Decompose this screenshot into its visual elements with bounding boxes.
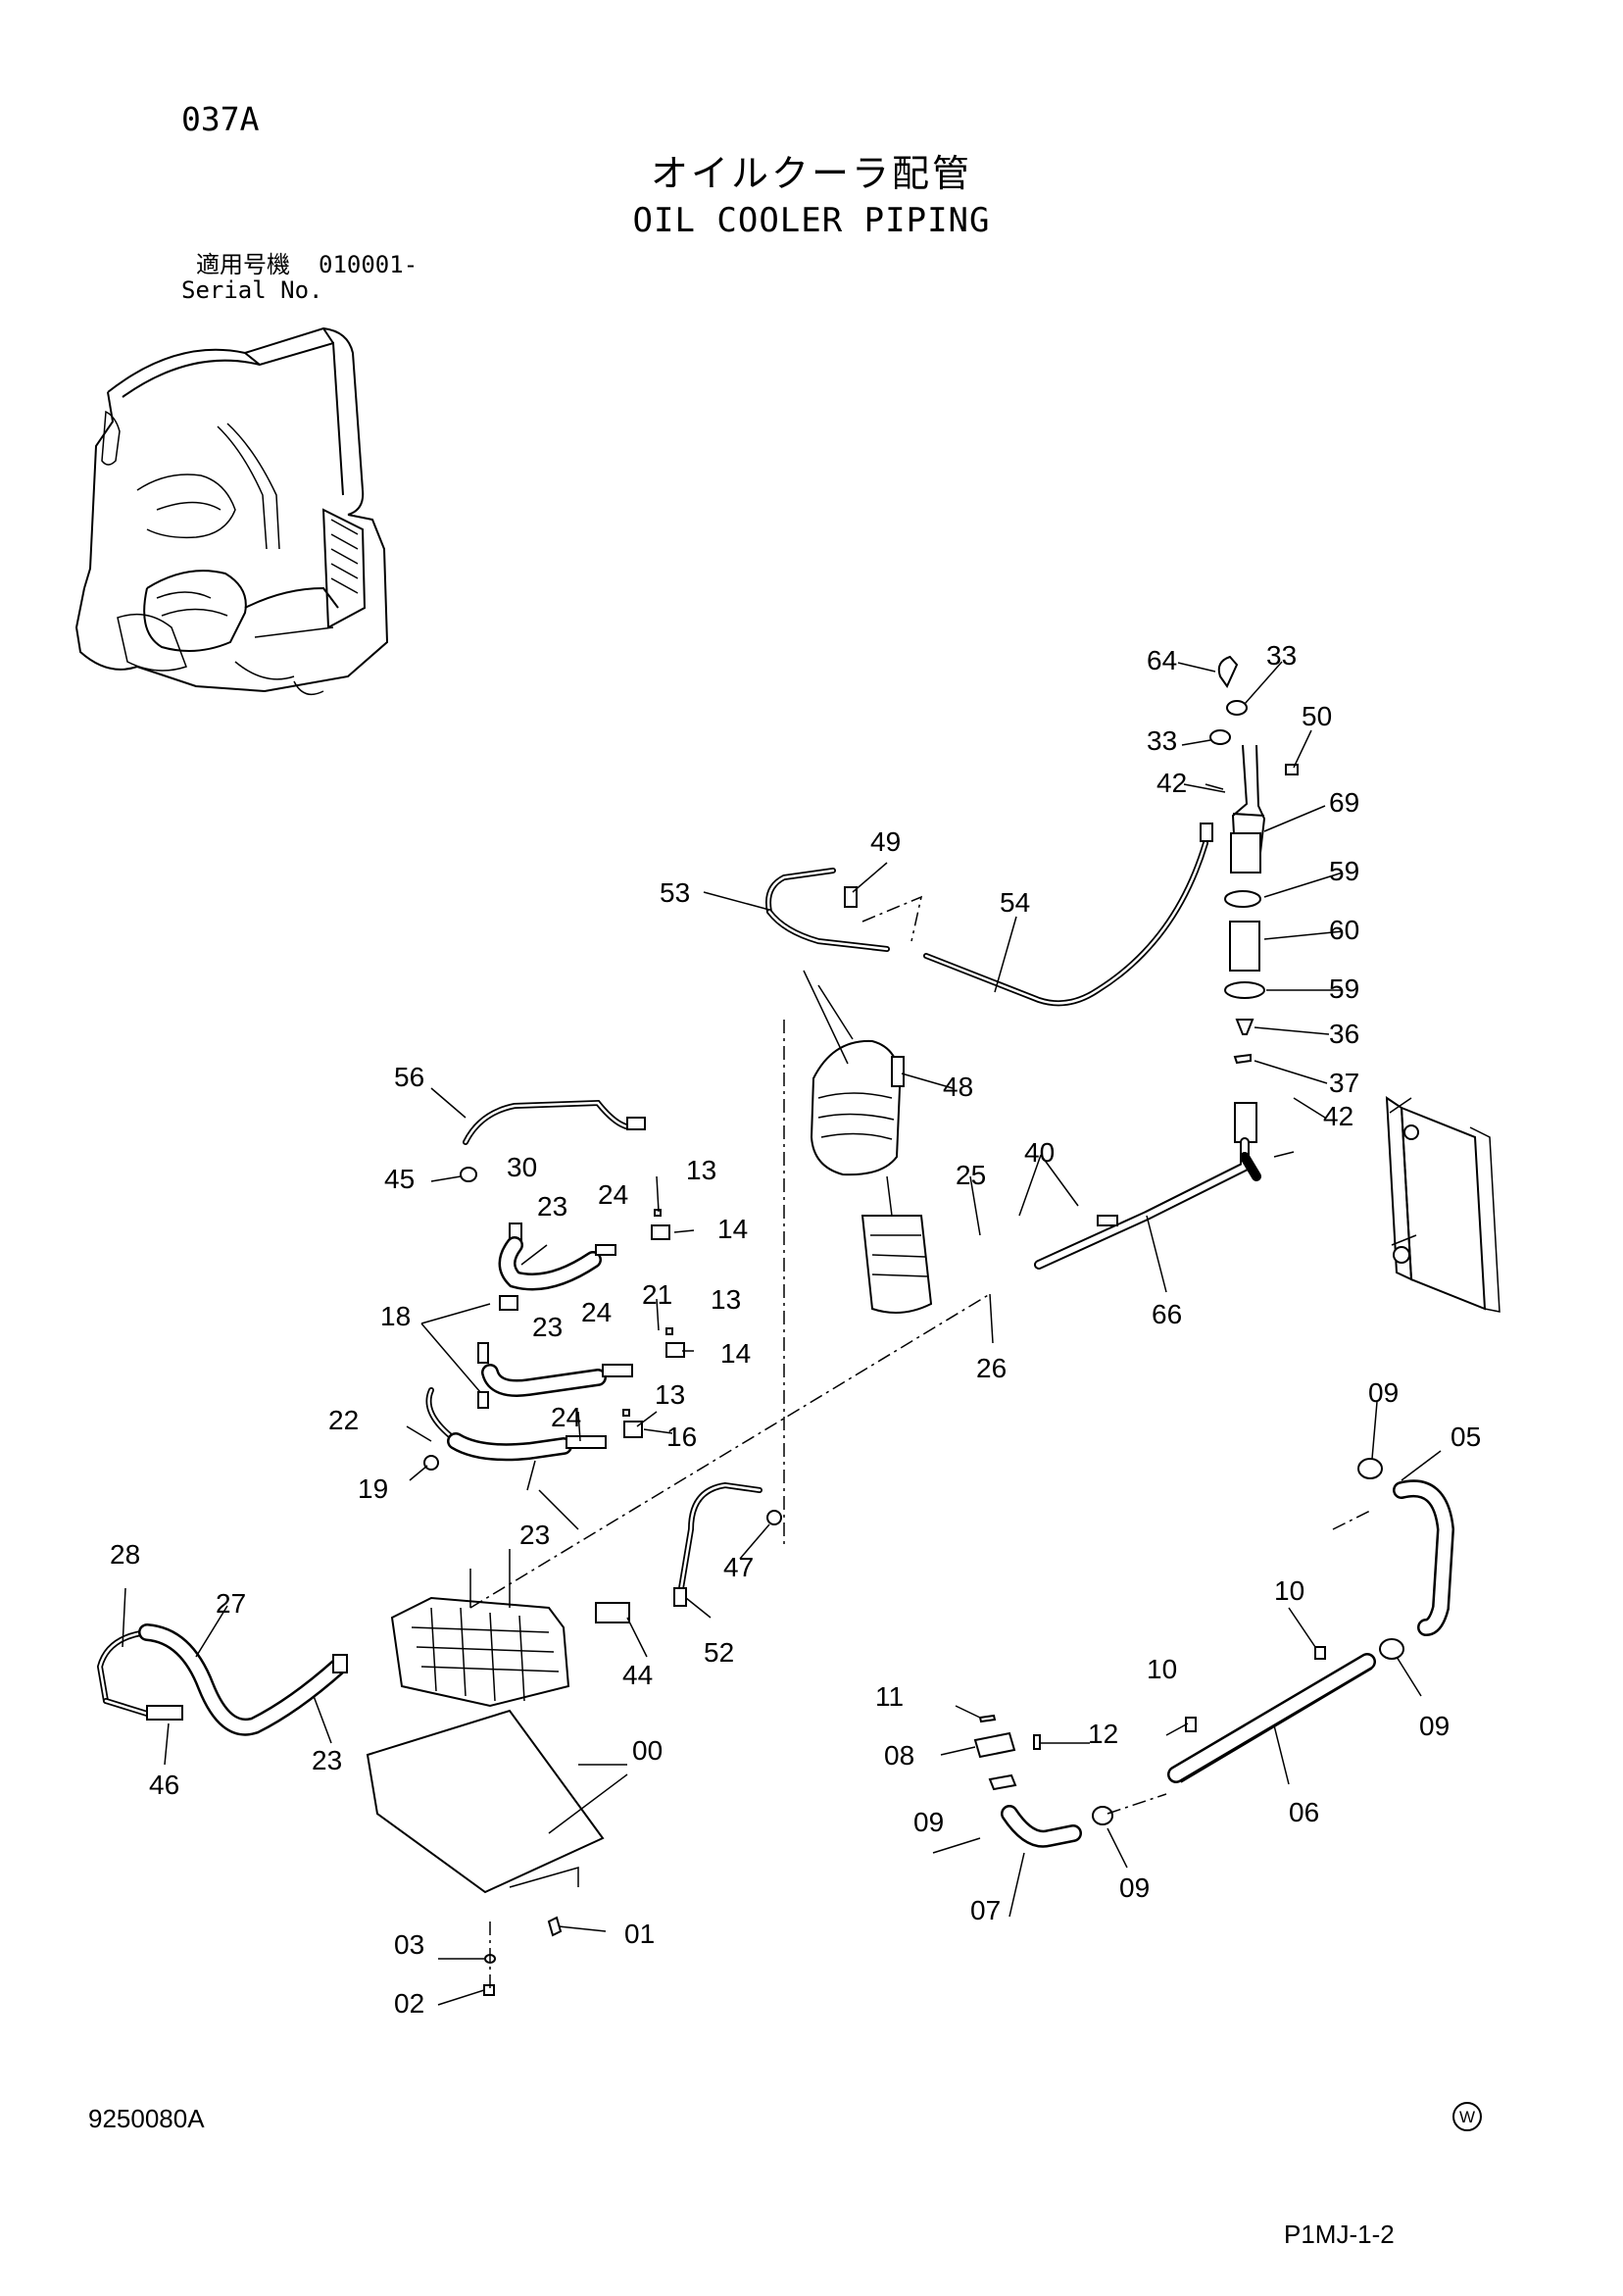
part-label-28: 28 [110, 1539, 140, 1570]
part-label-52: 52 [704, 1637, 734, 1668]
part-label-19: 19 [358, 1473, 388, 1504]
left-hose-assemblies [420, 1099, 685, 1471]
leader-lines [122, 661, 1442, 2006]
part-label-64: 64 [1147, 645, 1177, 675]
part-label-25: 25 [956, 1160, 986, 1190]
part-label-26: 26 [976, 1353, 1007, 1383]
part-label-69: 69 [1329, 787, 1359, 818]
part-label-24: 24 [598, 1179, 628, 1210]
part-label-23: 23 [519, 1520, 550, 1550]
part-label-59: 59 [1329, 973, 1359, 1004]
part-label-09: 09 [1119, 1872, 1150, 1903]
part-label-11: 11 [875, 1681, 904, 1712]
part-label-02: 02 [394, 1988, 424, 2019]
part-label-23: 23 [537, 1191, 567, 1222]
part-label-66: 66 [1152, 1299, 1182, 1329]
part-label-24: 24 [551, 1402, 581, 1432]
serial-number: 010001- [319, 251, 418, 278]
serial-label-japanese: 適用号機 [196, 251, 290, 278]
part-label-12: 12 [1088, 1719, 1118, 1749]
part-label-03: 03 [394, 1929, 424, 1960]
return-pipe-assembly [973, 1458, 1455, 1848]
w-mark-icon: W [1452, 2102, 1482, 2131]
part-label-18: 18 [380, 1301, 411, 1331]
part-label-33: 33 [1266, 640, 1297, 671]
part-label-40: 40 [1024, 1137, 1055, 1168]
control-valve-and-plate [366, 1293, 991, 1996]
part-label-00: 00 [632, 1735, 663, 1766]
hose-assembly-27 [96, 1623, 348, 1736]
title-english: OIL COOLER PIPING [632, 201, 991, 240]
part-label-36: 36 [1329, 1019, 1359, 1049]
part-label-30: 30 [507, 1152, 537, 1182]
part-label-05: 05 [1451, 1422, 1481, 1452]
part-label-09: 09 [913, 1807, 944, 1837]
document-number: 9250080A [88, 2104, 205, 2133]
hydraulic-pump-unit [803, 970, 933, 1314]
part-label-47: 47 [723, 1552, 754, 1582]
title-japanese: オイルクーラ配管 [650, 152, 972, 195]
upper-filler-assembly [1034, 655, 1299, 1270]
part-label-21: 21 [642, 1279, 672, 1310]
part-label-10: 10 [1147, 1654, 1177, 1684]
part-label-14: 14 [720, 1338, 751, 1369]
page-code: P1MJ-1-2 [1284, 2220, 1395, 2249]
part-label-59: 59 [1329, 856, 1359, 886]
part-label-09: 09 [1419, 1711, 1450, 1741]
serial-label-english: Serial No. [181, 276, 323, 304]
part-label-22: 22 [328, 1405, 359, 1435]
part-label-01: 01 [624, 1919, 655, 1949]
part-label-42: 42 [1323, 1101, 1353, 1131]
part-label-24: 24 [581, 1297, 612, 1327]
part-label-23: 23 [312, 1745, 342, 1775]
part-label-37: 37 [1329, 1068, 1359, 1098]
part-label-10: 10 [1274, 1575, 1304, 1606]
part-label-42: 42 [1156, 768, 1187, 798]
part-label-13: 13 [711, 1284, 741, 1315]
hose-lines-53-54 [765, 823, 1213, 1549]
part-label-08: 08 [884, 1740, 914, 1771]
part-label-50: 50 [1302, 701, 1332, 731]
part-label-53: 53 [660, 877, 690, 908]
part-label-44: 44 [622, 1660, 653, 1690]
part-label-14: 14 [717, 1214, 748, 1244]
part-label-56: 56 [394, 1062, 424, 1092]
part-label-48: 48 [943, 1072, 973, 1102]
part-label-23: 23 [532, 1312, 563, 1342]
part-label-49: 49 [870, 826, 901, 857]
part-label-09: 09 [1368, 1377, 1399, 1408]
part-label-06: 06 [1289, 1797, 1319, 1827]
part-label-07: 07 [970, 1895, 1001, 1925]
part-label-16: 16 [666, 1422, 697, 1452]
machine-overview-sketch [74, 326, 389, 696]
oil-cooler-radiator [1385, 1096, 1500, 1313]
part-label-60: 60 [1329, 915, 1359, 945]
part-label-13: 13 [686, 1155, 716, 1185]
part-label-27: 27 [216, 1588, 246, 1619]
part-label-46: 46 [149, 1770, 179, 1800]
page-id: 037A [181, 100, 260, 138]
part-label-45: 45 [384, 1164, 415, 1194]
part-label-54: 54 [1000, 887, 1030, 918]
part-label-13: 13 [655, 1379, 685, 1410]
part-label-33: 33 [1147, 725, 1177, 756]
